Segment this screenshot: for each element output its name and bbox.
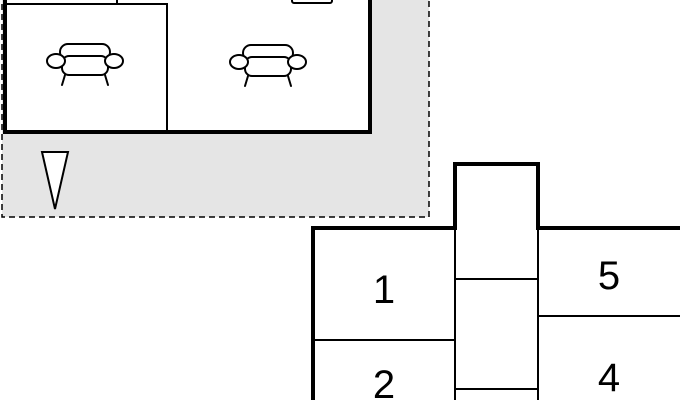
armchair-icon [46,43,124,86]
cabinet-outline [291,0,333,4]
armchair-icon [229,44,307,87]
room-label-4: 4 [598,356,620,400]
north-arrow-icon [40,151,70,210]
room-label-1: 1 [373,268,395,312]
room-label-5: 5 [598,254,620,298]
room-label-2: 2 [373,363,395,400]
upper-building-outer-wall [3,0,372,134]
upper-room-partition [5,3,168,132]
